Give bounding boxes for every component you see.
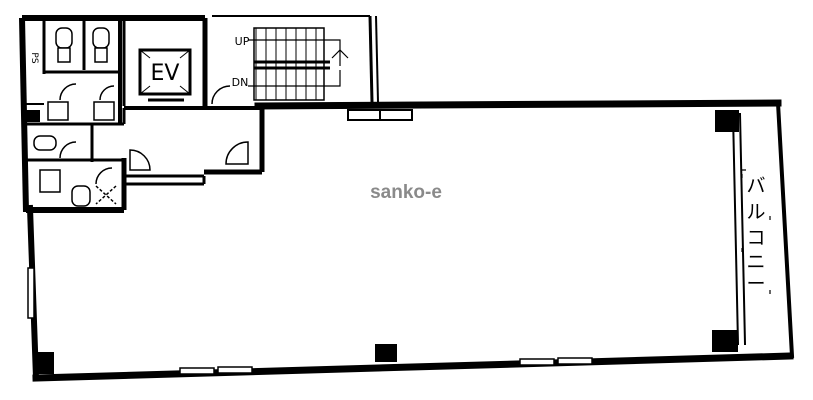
stairwell: UP DN [212,15,379,103]
elevator-label: EV [151,61,180,86]
balcony-label-char-1: バ [746,175,765,197]
structural-columns [24,110,739,374]
balcony: バ ル コ ニ ー [741,169,771,295]
balcony-label-char-3: コ [746,227,765,249]
toilet-fixtures [33,27,117,207]
bottom-windows [179,357,593,375]
top-window [347,109,413,121]
balcony-label-char-2: ル [746,201,765,223]
stair-up-label: UP [235,35,250,48]
watermark: sanko-e [370,182,442,203]
elevator-shaft: EV [138,48,192,102]
left-window [27,267,35,319]
balcony-label-char-5: ー [746,273,765,295]
door-swings [129,85,249,171]
pipe-space-label: PS [29,52,39,63]
service-core [19,15,265,213]
balcony-label-char-4: ニ [746,251,765,273]
main-office-walls [26,99,795,382]
stair-down-label: DN [232,76,249,89]
